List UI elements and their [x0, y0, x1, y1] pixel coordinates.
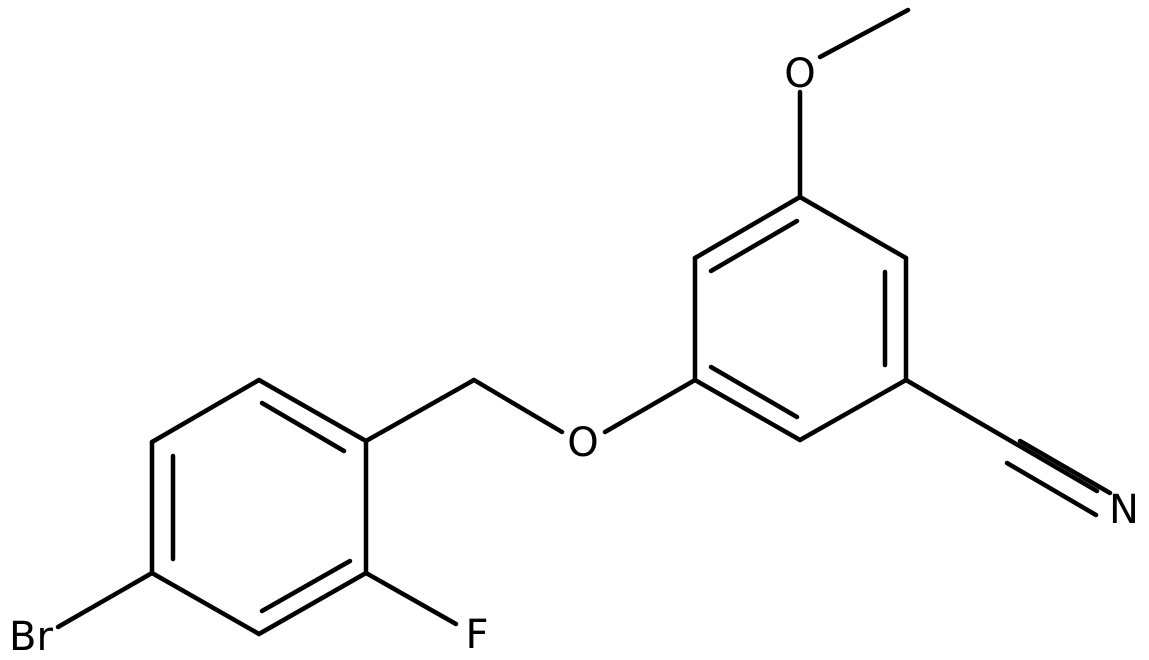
bond-ring1-f-br — [55, 570, 155, 630]
atom-label-nitrogen: N — [1109, 487, 1139, 533]
atom-label-bromine: Br — [9, 614, 53, 660]
bond-ring1-b — [149, 377, 262, 445]
bond-ring1-d — [149, 570, 262, 637]
bond-ring2-d — [797, 377, 909, 443]
atom-label-methoxy-oxygen: O — [784, 51, 815, 97]
bond-ring2-f — [797, 194, 909, 261]
bond-ring2-a — [692, 194, 803, 261]
bond-ring1-e-inner — [259, 558, 353, 614]
bond-nitrile-3 — [1017, 438, 1113, 496]
bond-ring1-a — [256, 377, 369, 444]
bond-ch2-ring1 — [363, 377, 477, 444]
atom-label-fluorine: F — [465, 612, 488, 658]
atom-labels: O O N F Br — [9, 51, 1139, 660]
bonds — [55, 7, 1113, 637]
bond-nitrile-1 — [903, 377, 1100, 494]
bond-ring1-a-inner — [259, 400, 347, 454]
atom-label-ether-oxygen: O — [567, 420, 598, 466]
bond-ring1-f-f — [363, 570, 459, 627]
bond-o-ch2 — [471, 377, 565, 435]
bond-ring2-a-inner — [708, 218, 800, 274]
bond-ring1-e — [256, 570, 369, 637]
bond-ring2-c — [692, 377, 803, 443]
bond-ring-o-ether — [602, 377, 698, 435]
bond-nitrile-2 — [1004, 460, 1099, 518]
bond-ring2-c-inner — [708, 364, 800, 420]
bond-methyl-o — [817, 7, 911, 60]
